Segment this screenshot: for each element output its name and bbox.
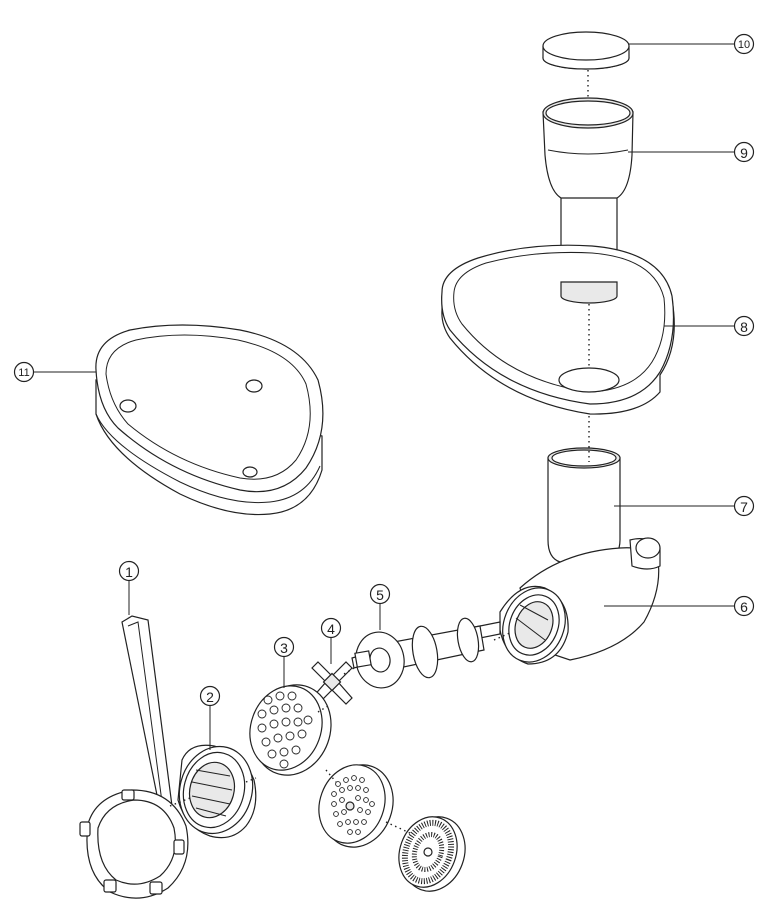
part-11-base-tray bbox=[95, 324, 324, 516]
callout-4: 4 bbox=[320, 617, 342, 639]
callout-5: 5 bbox=[369, 583, 391, 605]
callout-2: 2 bbox=[199, 685, 221, 707]
fine-grinding-plate bbox=[398, 816, 466, 892]
callout-1: 1 bbox=[118, 560, 140, 582]
part-10-pusher-cap bbox=[542, 31, 630, 70]
medium-plate-holes bbox=[331, 775, 375, 835]
callout-7-label: 7 bbox=[740, 499, 748, 515]
callout-2-label: 2 bbox=[206, 689, 214, 705]
callout-4-label: 4 bbox=[327, 621, 335, 637]
part-8-food-tray bbox=[441, 244, 675, 415]
callout-1-label: 1 bbox=[125, 564, 133, 580]
callout-11: 11 bbox=[13, 361, 35, 383]
callout-3-label: 3 bbox=[280, 640, 288, 656]
callout-7: 7 bbox=[733, 495, 755, 517]
callout-9: 9 bbox=[733, 141, 755, 163]
coarse-plate-holes bbox=[257, 691, 313, 769]
part-4-cross-blade bbox=[311, 661, 353, 705]
assembly-guide-lines bbox=[169, 70, 590, 835]
leader-lines bbox=[34, 43, 734, 750]
callout-11-label: 11 bbox=[18, 367, 29, 379]
part-2-ring-nut bbox=[177, 744, 257, 839]
callout-6-label: 6 bbox=[740, 599, 748, 615]
callout-6: 6 bbox=[733, 595, 755, 617]
part-5-auger bbox=[351, 617, 501, 689]
part-6-grinder-housing bbox=[499, 537, 661, 665]
callout-10: 10 bbox=[733, 33, 755, 55]
medium-grinding-plate bbox=[318, 764, 394, 848]
callout-5-label: 5 bbox=[376, 587, 384, 603]
part-3-coarse-plate bbox=[249, 684, 332, 776]
callout-8-label: 8 bbox=[740, 319, 748, 335]
callout-9-label: 9 bbox=[740, 145, 748, 161]
callout-10-label: 10 bbox=[738, 39, 750, 51]
callout-3: 3 bbox=[273, 636, 295, 658]
callout-8: 8 bbox=[733, 315, 755, 337]
part-7-feed-tube bbox=[547, 447, 621, 563]
part-1-spanner bbox=[79, 615, 189, 899]
